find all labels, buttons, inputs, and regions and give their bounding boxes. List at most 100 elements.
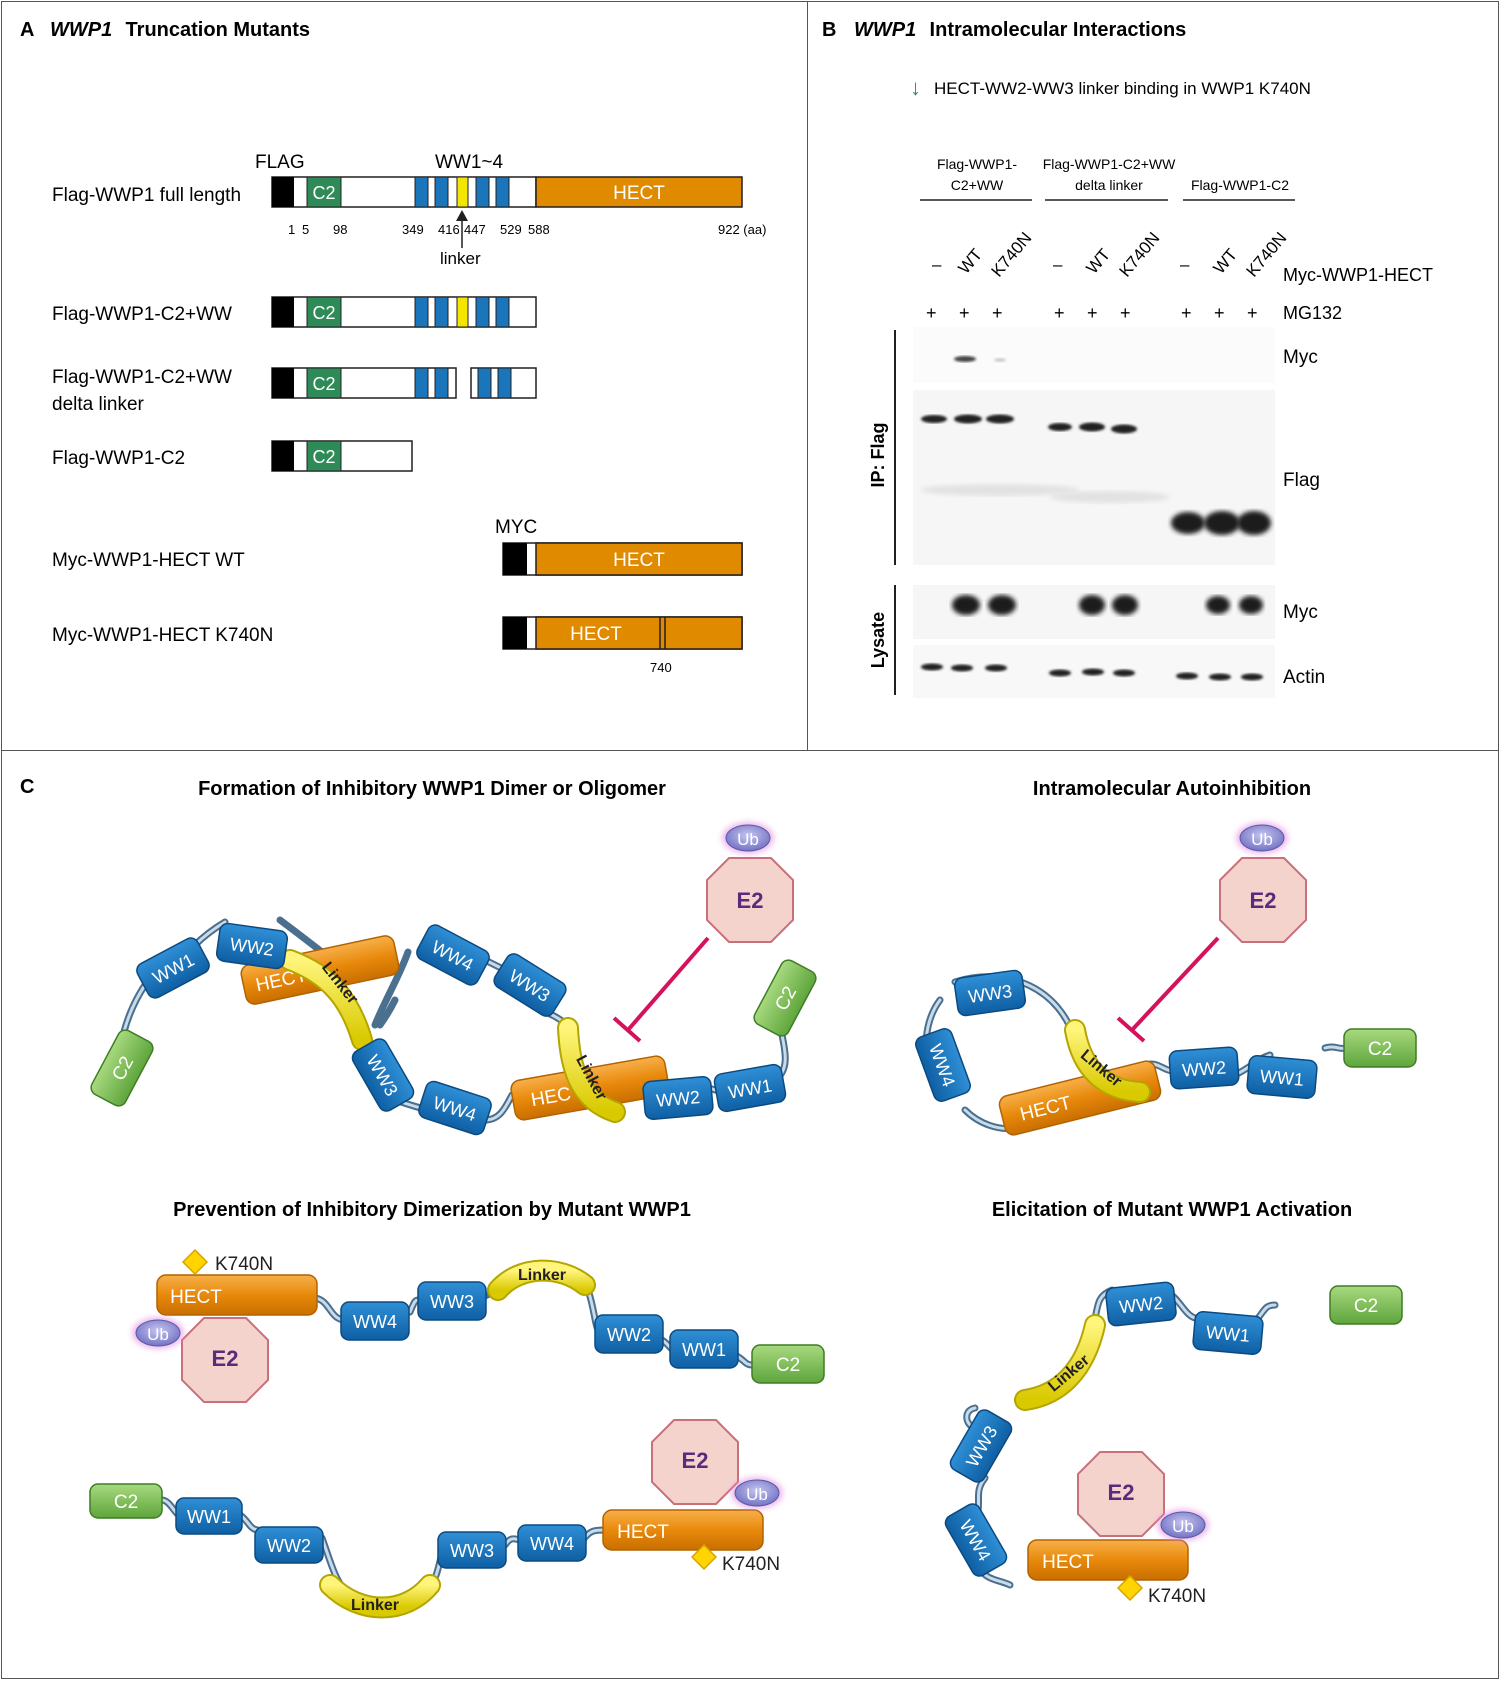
panel-c-letter: C bbox=[20, 776, 34, 798]
scene-autoinhibition: WW3 WW4 HECT Linker WW2 WW1 C2 bbox=[915, 822, 1417, 1136]
ai-ww1-label: WW1 bbox=[1259, 1066, 1305, 1090]
group-1-header-line1: Flag-WWP1- bbox=[937, 156, 1017, 172]
hect-wt-construct: HECT bbox=[502, 542, 743, 576]
blot-label-actin: Actin bbox=[1283, 667, 1325, 688]
lane-labels: – WT K740N – WT K740N – WT K740N bbox=[932, 229, 1290, 281]
prev-bottom-mutation-label: K740N bbox=[722, 1554, 780, 1575]
panel-b-note: HECT-WW2-WW3 linker binding in WWP1 K740… bbox=[934, 79, 1311, 98]
act-ww2-label: WW2 bbox=[1118, 1293, 1164, 1317]
prev-bottom-ww1-label: WW1 bbox=[187, 1507, 231, 1527]
construct-label-full-length: Flag-WWP1 full length bbox=[52, 185, 241, 206]
plus-sign: + bbox=[1181, 303, 1192, 323]
prev-top-e2-label: E2 bbox=[212, 1346, 239, 1371]
pos-588: 588 bbox=[528, 222, 550, 237]
scene-dimer: HECT Linker C2 WW1 WW2 bbox=[90, 822, 817, 1136]
pos-447: 447 bbox=[464, 222, 486, 237]
group-1-header-line2: C2+WW bbox=[951, 177, 1004, 193]
blot-lysate-myc bbox=[913, 585, 1275, 639]
lane-5-label: WT bbox=[1083, 245, 1115, 277]
lane-8-label: WT bbox=[1210, 245, 1242, 277]
panel-c-frame bbox=[1, 750, 1499, 1679]
prev-bottom-ub-label: Ub bbox=[746, 1485, 768, 1504]
plus-sign: + bbox=[1214, 303, 1225, 323]
aa-positions: 1 5 98 349 416 447 529 588 922 (aa) bbox=[288, 222, 766, 237]
c2-construct: C2 bbox=[271, 440, 413, 472]
pos-922: 922 (aa) bbox=[718, 222, 766, 237]
prev-top-ww1-label: WW1 bbox=[682, 1340, 726, 1360]
mg132-plus-row: + + + + + + + + + bbox=[926, 303, 1258, 323]
plus-sign: + bbox=[959, 303, 970, 323]
prev-bottom-linker-label: Linker bbox=[351, 1597, 399, 1614]
prev-bottom-ww2-label: WW2 bbox=[267, 1536, 311, 1556]
blot-label-lysate-myc: Myc bbox=[1283, 602, 1318, 623]
pos-1: 1 bbox=[288, 222, 295, 237]
blot-ip-flag bbox=[913, 390, 1275, 565]
myc-tag-label: MYC bbox=[495, 517, 537, 538]
myc-wwp1-hect-label: Myc-WWP1-HECT bbox=[1283, 265, 1433, 285]
hect-domain-label: HECT bbox=[613, 550, 665, 571]
mutation-position-740: 740 bbox=[650, 660, 672, 675]
pos-98: 98 bbox=[333, 222, 347, 237]
prev-top-ww3-label: WW3 bbox=[430, 1292, 474, 1312]
plus-sign: + bbox=[1120, 303, 1131, 323]
scene-prevention: HECT K740N E2 Ub WW4 WW3 Linker WW2 WW1 … bbox=[89, 1248, 825, 1619]
lane-2-label: WT bbox=[955, 245, 987, 277]
c2-domain-label: C2 bbox=[312, 303, 335, 323]
plus-sign: + bbox=[992, 303, 1003, 323]
blot-label-ip-flag: Flag bbox=[1283, 470, 1320, 491]
group-2-header-line1: Flag-WWP1-C2+WW bbox=[1043, 156, 1176, 172]
lysate-label: Lysate bbox=[868, 612, 888, 668]
panel-a-title: Truncation Mutants bbox=[120, 19, 310, 41]
prev-bottom-ww4-label: WW4 bbox=[530, 1534, 574, 1554]
plus-sign: + bbox=[1247, 303, 1258, 323]
title-activation: Elicitation of Mutant WWP1 Activation bbox=[992, 1199, 1352, 1221]
act-ub-label: Ub bbox=[1172, 1517, 1194, 1536]
prev-top-hect-label: HECT bbox=[170, 1287, 222, 1308]
lane-4-label: – bbox=[1053, 255, 1063, 274]
ai-c2-label: C2 bbox=[1368, 1039, 1392, 1060]
down-arrow-icon: ↓ bbox=[910, 75, 921, 100]
lane-1-label: – bbox=[932, 255, 942, 274]
panel-b-title: Intramolecular Interactions bbox=[924, 19, 1186, 41]
pos-349: 349 bbox=[402, 222, 424, 237]
prev-top-c2-label: C2 bbox=[776, 1355, 800, 1376]
prev-bottom-c2-label: C2 bbox=[114, 1492, 138, 1513]
act-c2-label: C2 bbox=[1354, 1296, 1378, 1317]
act-hect-label: HECT bbox=[1042, 1552, 1094, 1573]
group-2-header-line2: delta linker bbox=[1075, 177, 1143, 193]
blot-lysate-actin bbox=[913, 645, 1275, 698]
ub-dimer-label: Ub bbox=[737, 830, 759, 849]
panel-b-letter: B bbox=[822, 19, 836, 41]
plus-sign: + bbox=[1054, 303, 1065, 323]
hect-domain-label: HECT bbox=[613, 183, 665, 204]
ip-flag-label: IP: Flag bbox=[868, 422, 888, 487]
construct-label-hect-k740n: Myc-WWP1-HECT K740N bbox=[52, 625, 273, 646]
lane-3-label: K740N bbox=[988, 229, 1036, 281]
delta-linker-construct: C2 bbox=[271, 367, 537, 399]
pos-529: 529 bbox=[500, 222, 522, 237]
panel-c: C Formation of Inhibitory WWP1 Dimer or … bbox=[20, 776, 1417, 1619]
blot-label-ip-myc: Myc bbox=[1283, 347, 1318, 368]
lane-6-label: K740N bbox=[1116, 229, 1164, 281]
pos-416: 416 bbox=[438, 222, 460, 237]
panel-b-title-gene: WWP1 bbox=[854, 19, 916, 41]
hect-domain-label: HECT bbox=[570, 624, 622, 645]
title-prevention: Prevention of Inhibitory Dimerization by… bbox=[173, 1199, 691, 1221]
construct-label-c2: Flag-WWP1-C2 bbox=[52, 448, 185, 469]
prev-bottom-ww3-label: WW3 bbox=[450, 1541, 494, 1561]
linker-label: linker bbox=[440, 249, 481, 268]
construct-label-hect-wt: Myc-WWP1-HECT WT bbox=[52, 550, 245, 571]
pos-5: 5 bbox=[302, 222, 309, 237]
blot-ip-myc bbox=[913, 327, 1275, 383]
hect-k740n-construct: HECT bbox=[502, 616, 743, 650]
act-mutation-label: K740N bbox=[1148, 1586, 1206, 1607]
e2-dimer-label: E2 bbox=[737, 888, 764, 913]
mg132-label: MG132 bbox=[1283, 303, 1342, 323]
panel-b: B WWP1 Intramolecular Interactions ↓ HEC… bbox=[822, 19, 1433, 698]
plus-sign: + bbox=[926, 303, 937, 323]
panel-a: A WWP1 Truncation Mutants Flag-WWP1 full… bbox=[20, 19, 766, 675]
act-ww1-label: WW1 bbox=[1205, 1322, 1251, 1346]
construct-label-delta-linker-2: delta linker bbox=[52, 394, 145, 415]
prev-bottom-e2-label: E2 bbox=[682, 1448, 709, 1473]
